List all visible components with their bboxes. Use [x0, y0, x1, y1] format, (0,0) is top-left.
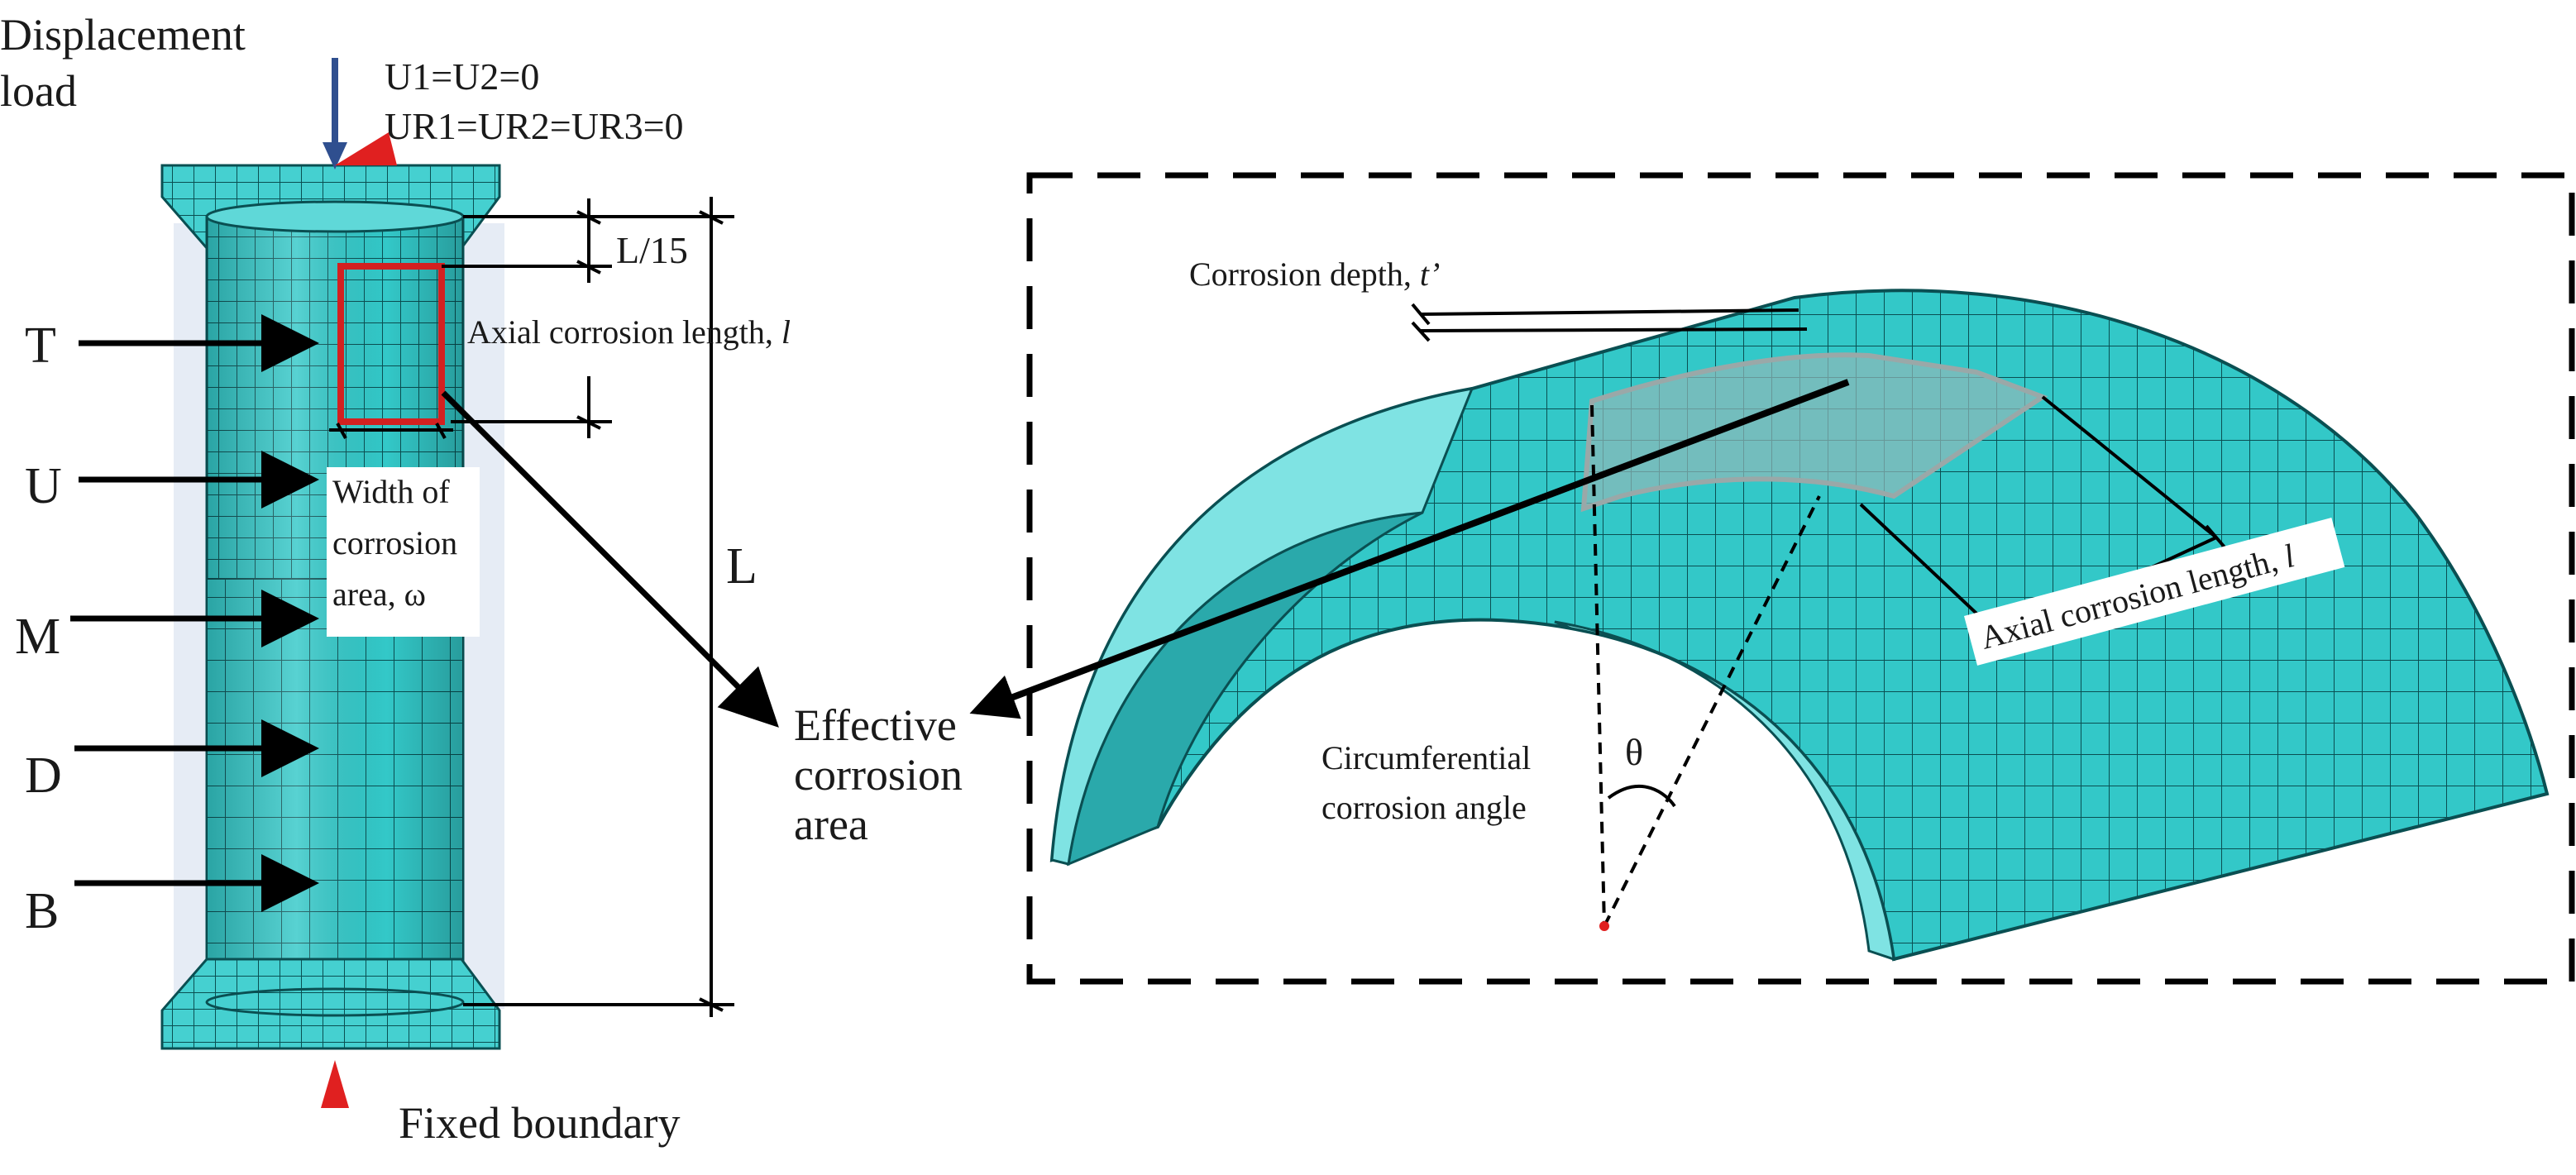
- width-of-corrosion-area-label-3: area, ω: [332, 576, 426, 613]
- position-label-T: T: [25, 318, 56, 374]
- position-label-U: U: [25, 458, 62, 514]
- circumferential-angle-label: Circumferential: [1321, 739, 1531, 776]
- effective-corrosion-area-outline: [337, 263, 445, 425]
- bc-top-line-2: UR1=UR2=UR3=0: [385, 105, 684, 147]
- width-of-corrosion-area-label-2: corrosion: [332, 524, 457, 561]
- corrosion-depth-leader-2: [1420, 327, 1808, 332]
- arch-center-point: [1599, 921, 1609, 931]
- position-label-D: D: [25, 748, 62, 804]
- column-top-rim: [205, 200, 465, 233]
- bottom-end-plate: [160, 958, 501, 1050]
- bc-top-line-1: U1=U2=0: [385, 55, 539, 98]
- axial-length-right-label-backdrop: [1964, 517, 2345, 666]
- detail-view: Corrosion depth, t’ Axial corrosion leng…: [969, 172, 2575, 985]
- arch-thickness-edge: [1050, 387, 1474, 866]
- l-over-15-label: L/15: [616, 229, 688, 271]
- left-annotations: Displacement load U1=U2=0 UR1=UR2=UR3=0 …: [0, 10, 963, 1148]
- dimension-lines: [329, 197, 734, 1017]
- theta-radial: [1603, 495, 1821, 927]
- displacement-load-arrowhead: [323, 142, 347, 170]
- position-label-M: M: [15, 609, 60, 665]
- detail-pointer-arrow: [969, 379, 1850, 719]
- displacement-load-label: Displacement: [0, 10, 246, 60]
- corroded-patch: [1580, 352, 2048, 513]
- top-support-marker: [335, 132, 397, 165]
- theta-vertical: [1590, 404, 1606, 927]
- effective-corrosion-area-label: Effective: [794, 700, 957, 750]
- position-arrows: [70, 314, 319, 912]
- circumferential-angle-label-2: corrosion angle: [1321, 789, 1527, 826]
- theta-arc: [1607, 784, 1676, 808]
- L-label: L: [726, 538, 758, 595]
- displacement-load-label-2: load: [0, 66, 77, 116]
- arch-shell: [1049, 289, 2550, 962]
- effective-area-pointer: [441, 390, 779, 728]
- detail-frame: [1026, 172, 2575, 985]
- width-of-corrosion-area-label: Width of: [332, 473, 450, 510]
- detail-dimension-lines: [1411, 303, 2228, 927]
- effective-corrosion-area-label-2: corrosion: [794, 750, 963, 800]
- fixed-boundary-marker: [321, 1060, 349, 1108]
- corrosion-depth-label: Corrosion depth, t’: [1189, 256, 1440, 293]
- theta-label: θ: [1625, 731, 1643, 773]
- corrosion-depth-leader-1: [1420, 308, 1799, 316]
- column-model: T U M D B: [15, 58, 779, 1108]
- fixed-boundary-label: Fixed boundary: [399, 1098, 680, 1148]
- effective-corrosion-area-label-3: area: [794, 800, 868, 849]
- axial-corrosion-length-label-left: Axial corrosion length, l: [467, 313, 791, 351]
- position-labels: T U M D B: [15, 318, 62, 939]
- position-label-B: B: [25, 883, 59, 939]
- column-bottom-rim: [205, 987, 465, 1017]
- width-label-backdrop: [327, 467, 480, 637]
- axial-length-extension-1: [2041, 395, 2218, 539]
